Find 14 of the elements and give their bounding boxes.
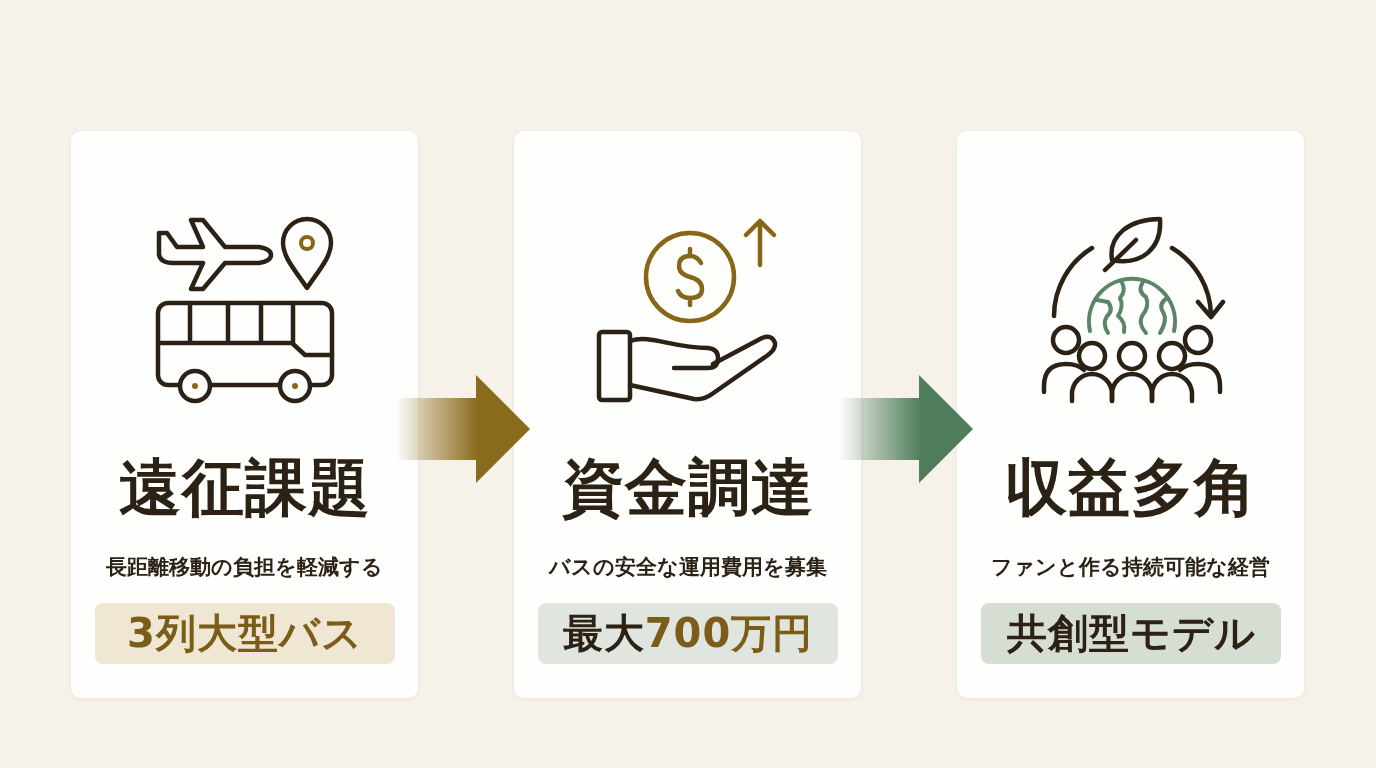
step-description: ファンと作る持続可能な経営 xyxy=(991,554,1270,581)
step-title: 遠征課題 xyxy=(118,451,371,525)
arrow xyxy=(396,375,530,483)
step-description: バスの安全な運用費用を募集 xyxy=(548,554,827,581)
step-title: 資金調達 xyxy=(561,451,814,525)
step-card xyxy=(514,131,861,698)
arrow xyxy=(839,375,973,483)
step-card xyxy=(71,131,418,698)
step-title: 収益多角 xyxy=(1004,451,1257,525)
highlight-tag: 共創型モデル xyxy=(981,603,1281,664)
highlight-tag: 最大700万円 xyxy=(538,603,838,664)
step-card xyxy=(957,131,1304,698)
step-description: 長距離移動の負担を軽減する xyxy=(106,554,383,581)
highlight-tag: 3列大型バス xyxy=(95,603,395,664)
